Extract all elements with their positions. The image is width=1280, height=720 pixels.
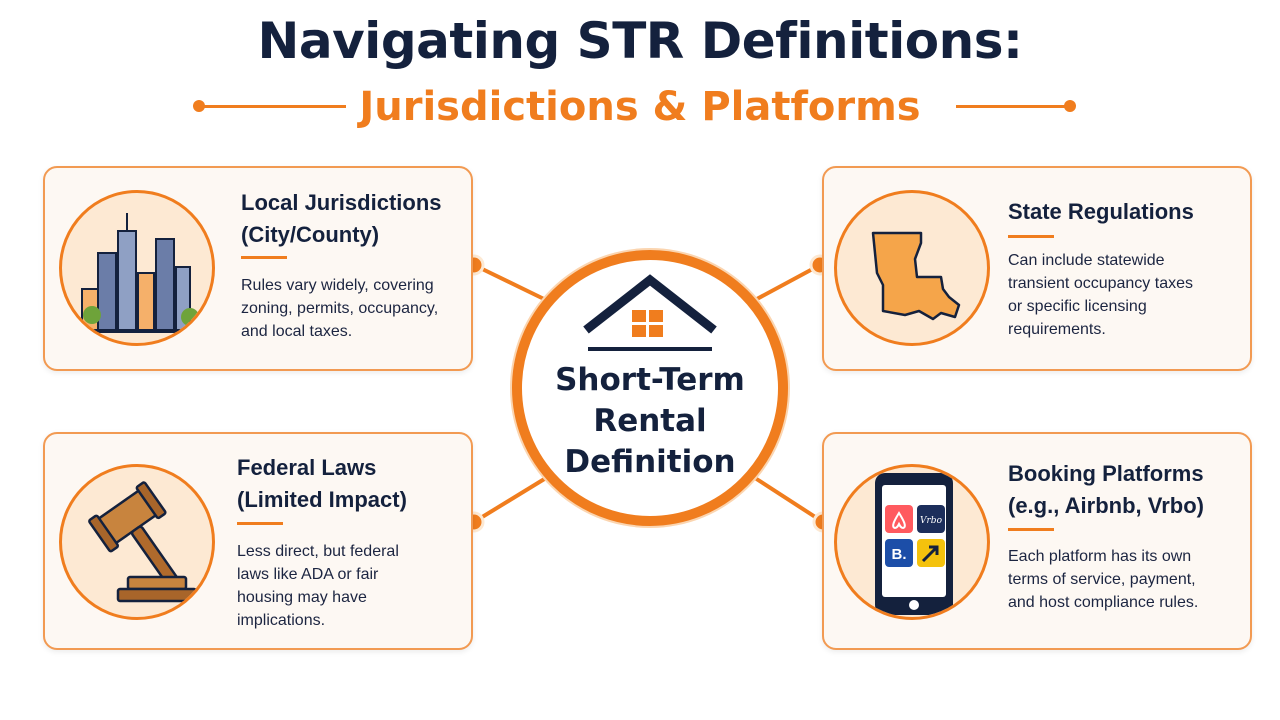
card-local-title-line1: Local Jurisdictions — [241, 190, 442, 215]
card-booking-title: Booking Platforms (e.g., Airbnb, Vrbo) — [1008, 458, 1248, 522]
card-local-body-line: and local taxes. — [241, 323, 353, 340]
vrbo-app-label: Vrbo — [920, 516, 943, 526]
center-label-line3: Definition — [564, 444, 736, 480]
card-local-body-line: Rules vary widely, covering — [241, 277, 434, 294]
subtitle-row: Jurisdictions & Platforms — [0, 84, 1280, 134]
page-title: Navigating STR Definitions: — [257, 12, 1024, 70]
card-local-body-line: zoning, permits, occupancy, — [241, 300, 439, 317]
state-map-icon — [834, 190, 990, 346]
subtitle-right-dot — [1064, 100, 1076, 112]
card-booking-body-line: terms of service, payment, — [1008, 571, 1196, 588]
card-booking-body: Each platform has its own terms of servi… — [1008, 545, 1248, 614]
card-booking-platforms: Vrbo B. Booking Platforms (e.g., Airbnb,… — [822, 432, 1252, 650]
card-local-title-line2: (City/County) — [241, 222, 380, 247]
center-label: Short-Term Rental Definition — [522, 360, 778, 483]
card-state-body: Can include statewide transient occupanc… — [1008, 249, 1243, 341]
card-federal-body-line: laws like ADA or fair — [237, 566, 379, 583]
card-state-regulations: State Regulations Can include statewide … — [822, 166, 1252, 371]
card-booking-body-line: Each platform has its own — [1008, 548, 1192, 565]
subtitle-right-line — [956, 105, 1068, 108]
card-booking-rule — [1008, 528, 1054, 531]
card-state-body-line: or specific licensing — [1008, 298, 1147, 315]
gavel-icon — [59, 464, 215, 620]
card-federal-title-line2: (Limited Impact) — [237, 487, 407, 512]
card-state-title: State Regulations — [1008, 196, 1243, 228]
page-subtitle: Jurisdictions & Platforms — [359, 84, 921, 130]
card-state-body-line: Can include statewide — [1008, 252, 1165, 269]
card-federal-body: Less direct, but federal laws like ADA o… — [237, 540, 467, 632]
card-state-rule — [1008, 235, 1054, 238]
subtitle-left-line — [200, 105, 346, 108]
booking-app-label: B. — [892, 546, 907, 563]
card-federal-body-line: Less direct, but federal — [237, 543, 399, 560]
center-label-line1: Short-Term — [555, 362, 745, 398]
card-federal-body-line: implications. — [237, 612, 326, 629]
city-skyline-icon — [59, 190, 215, 346]
card-federal-laws: Federal Laws (Limited Impact) Less direc… — [43, 432, 473, 650]
card-local-title: Local Jurisdictions (City/County) — [241, 187, 466, 251]
house-icon — [583, 274, 717, 351]
card-booking-title-line2: (e.g., Airbnb, Vrbo) — [1008, 493, 1204, 518]
card-federal-body-line: housing may have — [237, 589, 367, 606]
center-label-line2: Rental — [593, 403, 707, 439]
card-federal-title: Federal Laws (Limited Impact) — [237, 452, 467, 516]
smartphone-apps-icon: Vrbo B. — [834, 464, 990, 620]
center-circle — [512, 250, 788, 526]
card-local-body: Rules vary widely, covering zoning, perm… — [241, 274, 471, 343]
card-federal-rule — [237, 522, 283, 525]
card-booking-title-line1: Booking Platforms — [1008, 461, 1204, 486]
card-federal-title-line1: Federal Laws — [237, 455, 377, 480]
card-state-body-line: requirements. — [1008, 321, 1106, 338]
card-local-rule — [241, 256, 287, 259]
card-state-title-line1: State Regulations — [1008, 199, 1194, 224]
card-booking-body-line: and host compliance rules. — [1008, 594, 1199, 611]
card-local-jurisdictions: Local Jurisdictions (City/County) Rules … — [43, 166, 473, 371]
card-state-body-line: transient occupancy taxes — [1008, 275, 1193, 292]
subtitle-left-dot — [193, 100, 205, 112]
